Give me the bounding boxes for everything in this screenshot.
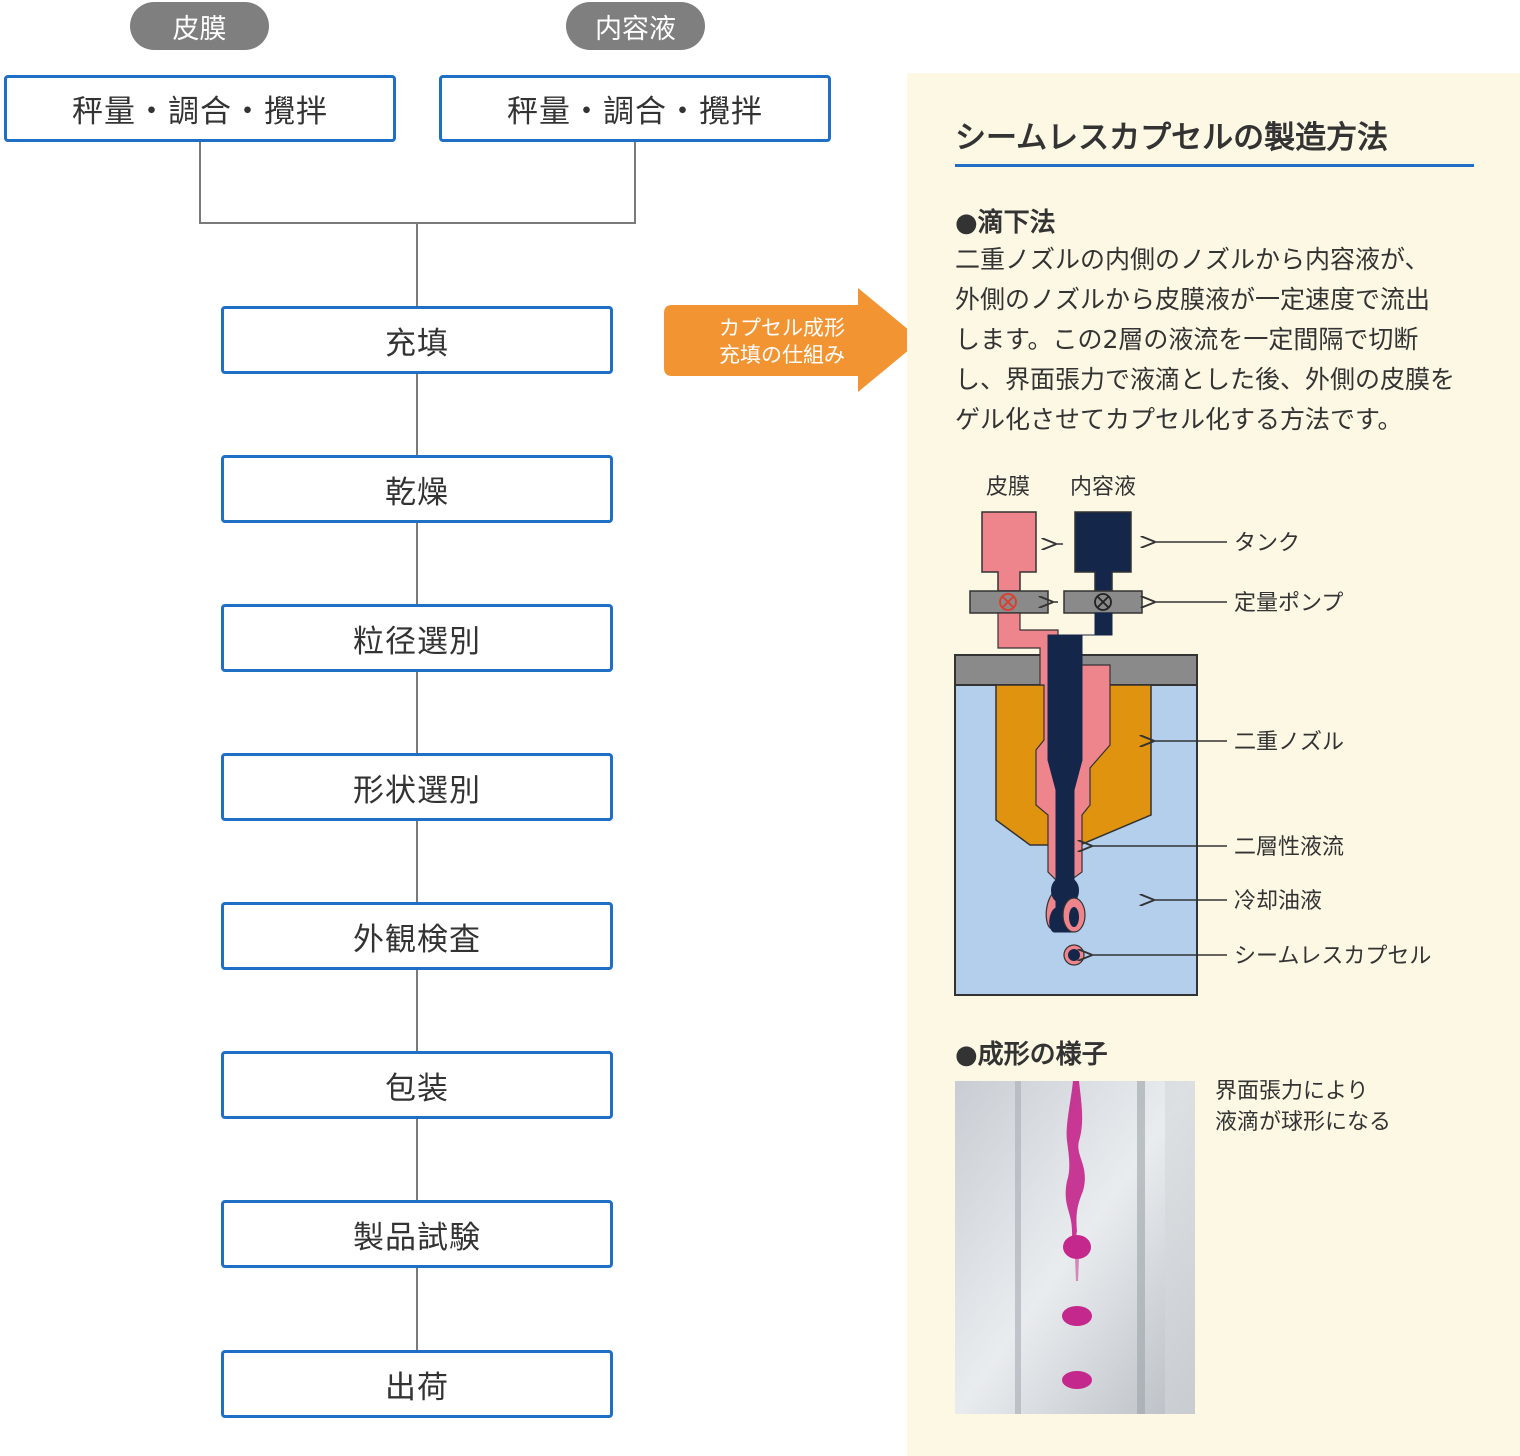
shell-tank (981, 511, 1037, 592)
input-box-shell: 秤量・調合・攪拌 (4, 75, 396, 142)
photo-droplet (1062, 1371, 1092, 1389)
photo-droplet (1063, 1235, 1091, 1259)
callout-bilayer-flow: 二層性液流 (1234, 835, 1344, 860)
description-line: します。この2層の液流を一定間隔で切断 (955, 325, 1419, 354)
step-box: 外観検査 (221, 902, 613, 970)
caption-line: 液滴が球形になる (1215, 1110, 1392, 1135)
input-box-content: 秤量・調合・攪拌 (439, 75, 831, 142)
photo-heading: ●成形の様子 (955, 1040, 1108, 1070)
label-content: 内容液 (1070, 475, 1136, 500)
description-line: し、界面張力で液滴とした後、外側の皮膜を (955, 365, 1456, 394)
description-line: 外側のノズルから皮膜液が一定速度で流出 (955, 285, 1431, 314)
capsule-core (1068, 949, 1080, 961)
content-tank (1074, 511, 1132, 592)
arrow-label-line1: カプセル成形 (719, 316, 845, 340)
step-box: 乾燥 (221, 455, 613, 523)
capsule-forming-arrow: カプセル成形 充填の仕組み (664, 288, 921, 392)
method-heading: ●滴下法 (955, 208, 1056, 238)
step-box: 粒径選別 (221, 604, 613, 672)
callout-nozzle: 二重ノズル (1234, 730, 1344, 755)
tag-content: 内容液 (566, 2, 705, 50)
nozzle-diagram: 皮膜 内容液 タンク 定量ポンプ 二重ノズル 二層性液流 冷却油液 シームレスカ… (954, 475, 1431, 996)
step-box: 形状選別 (221, 753, 613, 821)
droplet-core (1069, 907, 1079, 927)
label-shell: 皮膜 (986, 475, 1030, 500)
callout-capsule: シームレスカプセル (1234, 944, 1431, 969)
method-description: 二重ノズルの内側のノズルから内容液が、 外側のノズルから皮膜液が一定速度で流出 … (955, 240, 1485, 440)
step-box: 充填 (221, 306, 613, 374)
step-box: 製品試験 (221, 1200, 613, 1268)
step-box: 出荷 (221, 1350, 613, 1418)
forming-photo (955, 1081, 1195, 1414)
arrow-label-line2: 充填の仕組み (719, 343, 845, 367)
description-line: ゲル化させてカプセル化する方法です。 (955, 405, 1403, 434)
photo-droplet (1062, 1306, 1092, 1326)
description-line: 二重ノズルの内側のノズルから内容液が、 (955, 245, 1430, 274)
panel-title: シームレスカプセルの製造方法 (955, 120, 1389, 156)
connector (199, 142, 201, 223)
caption-line: 界面張力により (1215, 1079, 1369, 1104)
callout-cooling-oil: 冷却油液 (1234, 889, 1322, 914)
title-underline (955, 164, 1474, 167)
connector (634, 142, 636, 223)
forming-stream (1065, 1081, 1085, 1249)
tag-shell: 皮膜 (130, 2, 269, 50)
step-box: 包装 (221, 1051, 613, 1119)
photo-caption: 界面張力により 液滴が球形になる (1215, 1076, 1391, 1138)
callout-pump: 定量ポンプ (1234, 591, 1343, 616)
callout-tank: タンク (1234, 531, 1300, 556)
